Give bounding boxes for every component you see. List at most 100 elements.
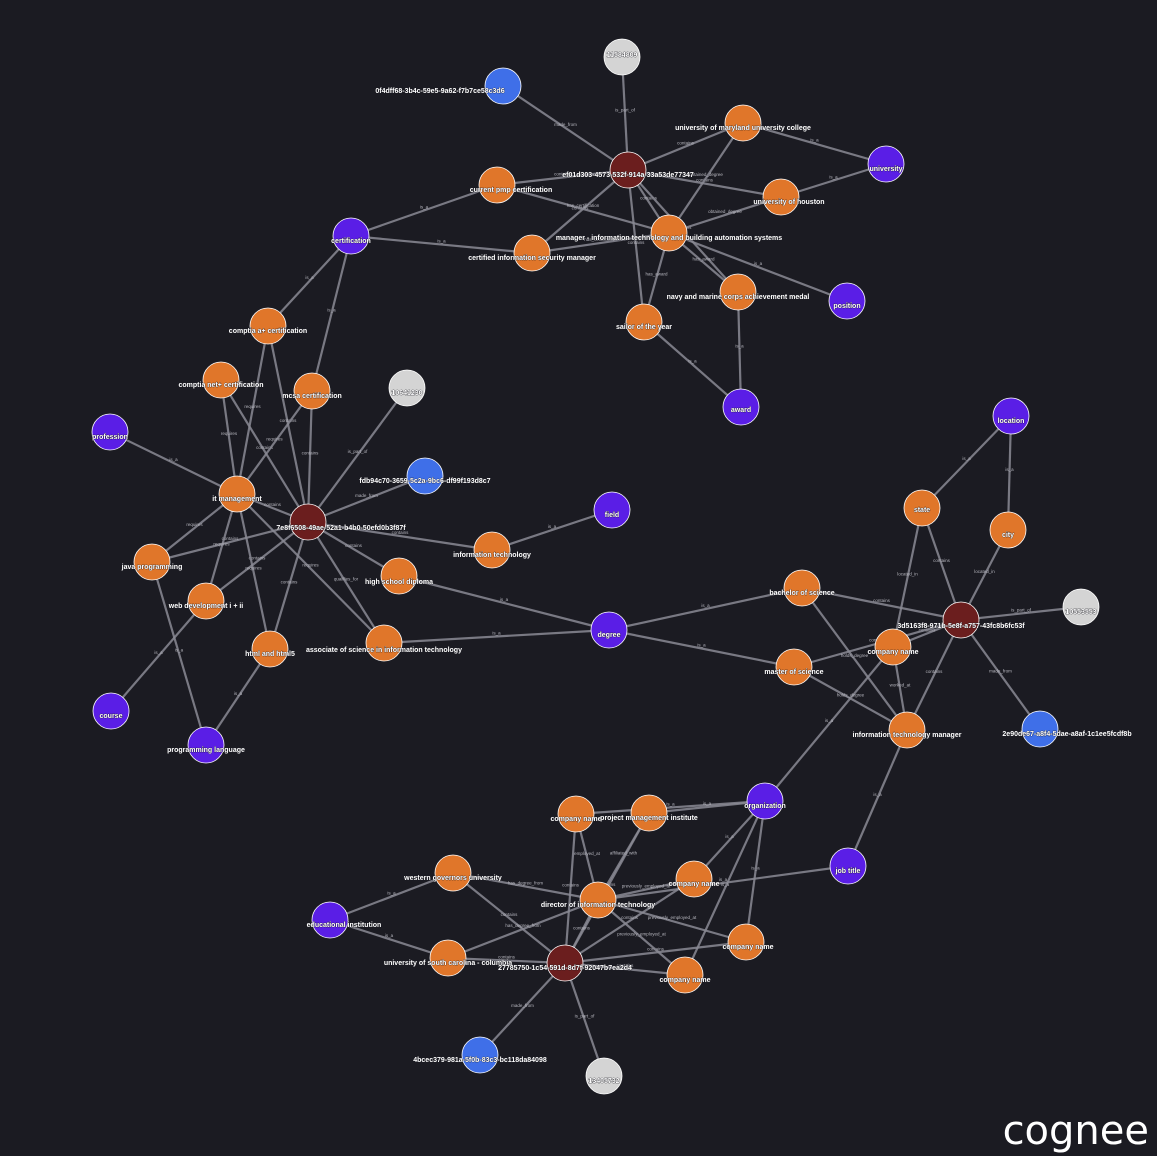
chunk-node[interactable]: 2e90de67-a8f4-5dae-a8af-1c1ee5fcdf8b <box>1002 710 1132 748</box>
entity-node[interactable]: university of houston <box>753 178 825 216</box>
node-circle[interactable] <box>762 178 800 216</box>
node-circle[interactable] <box>249 307 287 345</box>
entity-node[interactable]: information technology <box>453 531 531 569</box>
type-node[interactable]: degree <box>590 611 628 649</box>
entity-node[interactable]: comptia a+ certification <box>229 307 307 345</box>
type-node[interactable]: course <box>92 692 130 730</box>
node-circle[interactable] <box>650 214 688 252</box>
node-circle[interactable] <box>942 601 980 639</box>
entity-node[interactable]: information technology manager <box>852 711 962 749</box>
node-circle[interactable] <box>746 782 784 820</box>
node-circle[interactable] <box>311 901 349 939</box>
entity-node[interactable]: current pmp certification <box>469 166 553 204</box>
document-node[interactable]: 27785750-1c54-591d-8d7f-92047b7ea2d4 <box>498 944 632 982</box>
entity-node[interactable]: director of information technology <box>541 881 656 919</box>
text-id-node[interactable]: 10553553 <box>1062 588 1100 626</box>
entity-node[interactable]: associate of science in information tech… <box>306 624 462 662</box>
entity-node[interactable]: navy and marine corps achievement medal <box>666 273 810 311</box>
node-circle[interactable] <box>903 489 941 527</box>
node-circle[interactable] <box>579 881 617 919</box>
type-node[interactable]: university <box>867 145 905 183</box>
node-circle[interactable] <box>727 923 765 961</box>
node-circle[interactable] <box>603 38 641 76</box>
node-circle[interactable] <box>473 531 511 569</box>
type-node[interactable]: organization <box>744 782 786 820</box>
node-circle[interactable] <box>1021 710 1059 748</box>
node-circle[interactable] <box>609 151 647 189</box>
entity-node[interactable]: company name <box>550 795 602 833</box>
entity-node[interactable]: university of south carolina - columbia <box>384 939 513 977</box>
type-node[interactable]: educational institution <box>306 901 382 939</box>
node-circle[interactable] <box>365 624 403 662</box>
document-node[interactable]: 7e8f6508-49ae-52a1-b4b0-50efd0b3f87f <box>276 503 407 541</box>
node-circle[interactable] <box>92 692 130 730</box>
node-circle[interactable] <box>724 104 762 142</box>
node-circle[interactable] <box>630 794 668 832</box>
entity-node[interactable]: city <box>989 511 1027 549</box>
node-circle[interactable] <box>546 944 584 982</box>
entity-node[interactable]: company name <box>659 956 711 994</box>
entity-node[interactable]: project management institute <box>600 794 698 832</box>
entity-node[interactable]: bachelor of science <box>769 569 835 607</box>
type-node[interactable]: job title <box>829 847 867 885</box>
node-circle[interactable] <box>590 611 628 649</box>
node-circle[interactable] <box>585 1057 623 1095</box>
node-circle[interactable] <box>989 511 1027 549</box>
node-circle[interactable] <box>478 166 516 204</box>
entity-node[interactable]: sailor of the year <box>616 303 673 341</box>
entity-node[interactable]: mcsa certification <box>282 372 342 410</box>
node-circle[interactable] <box>461 1036 499 1074</box>
entity-node[interactable]: company name <box>668 860 720 898</box>
document-node[interactable]: ef01d303-4573-532f-914a-33a53de77347 <box>562 151 694 189</box>
node-circle[interactable] <box>429 939 467 977</box>
entity-node[interactable]: certified information security manager <box>468 234 596 272</box>
node-circle[interactable] <box>218 475 256 513</box>
node-circle[interactable] <box>783 569 821 607</box>
entity-node[interactable]: java programming <box>120 543 183 581</box>
node-circle[interactable] <box>187 582 225 620</box>
node-circle[interactable] <box>251 630 289 668</box>
node-circle[interactable] <box>293 372 331 410</box>
entity-node[interactable]: comptia net+ certification <box>178 361 264 399</box>
type-node[interactable]: position <box>828 282 866 320</box>
entity-node[interactable]: western governors university <box>403 854 502 892</box>
text-id-node[interactable]: 11584809 <box>603 38 641 76</box>
node-circle[interactable] <box>484 67 522 105</box>
type-node[interactable]: profession <box>91 413 129 451</box>
node-circle[interactable] <box>625 303 663 341</box>
node-circle[interactable] <box>388 369 426 407</box>
type-node[interactable]: programming language <box>167 726 245 764</box>
node-circle[interactable] <box>888 711 926 749</box>
node-circle[interactable] <box>133 543 171 581</box>
entity-node[interactable]: high school diploma <box>365 557 433 595</box>
node-circle[interactable] <box>380 557 418 595</box>
text-id-node[interactable]: 13405732 <box>585 1057 623 1095</box>
type-node[interactable]: award <box>722 388 760 426</box>
chunk-node[interactable]: 0f4dff68-3b4c-59e5-9a62-f7b7ce58c3d6 <box>375 67 522 105</box>
node-circle[interactable] <box>202 361 240 399</box>
chunk-node[interactable]: fdb94c70-3659-5c2a-9bc6-df99f193d8c7 <box>359 457 491 495</box>
node-circle[interactable] <box>722 388 760 426</box>
node-circle[interactable] <box>187 726 225 764</box>
node-circle[interactable] <box>1062 588 1100 626</box>
node-circle[interactable] <box>719 273 757 311</box>
node-circle[interactable] <box>434 854 472 892</box>
node-circle[interactable] <box>289 503 327 541</box>
entity-node[interactable]: company name <box>722 923 774 961</box>
node-circle[interactable] <box>867 145 905 183</box>
entity-node[interactable]: it management <box>212 475 263 513</box>
entity-node[interactable]: master of science <box>764 648 824 686</box>
node-circle[interactable] <box>513 234 551 272</box>
entity-node[interactable]: manager - information technology and bui… <box>556 214 783 252</box>
document-node[interactable]: 3d5163f8-971b-5e8f-a757-43fc8b6fc53f <box>897 601 1026 639</box>
entity-node[interactable]: html and html5 <box>245 630 295 668</box>
node-circle[interactable] <box>992 397 1030 435</box>
chunk-node[interactable]: 4bcec379-981a-5f0b-83c3-bc118da84098 <box>413 1036 547 1074</box>
entity-node[interactable]: university of maryland university colleg… <box>675 104 811 142</box>
type-node[interactable]: field <box>593 491 631 529</box>
entity-node[interactable]: web development i + ii <box>167 582 244 620</box>
node-circle[interactable] <box>874 628 912 666</box>
node-circle[interactable] <box>406 457 444 495</box>
text-id-node[interactable]: 10641230 <box>388 369 426 407</box>
type-node[interactable]: location <box>992 397 1030 435</box>
